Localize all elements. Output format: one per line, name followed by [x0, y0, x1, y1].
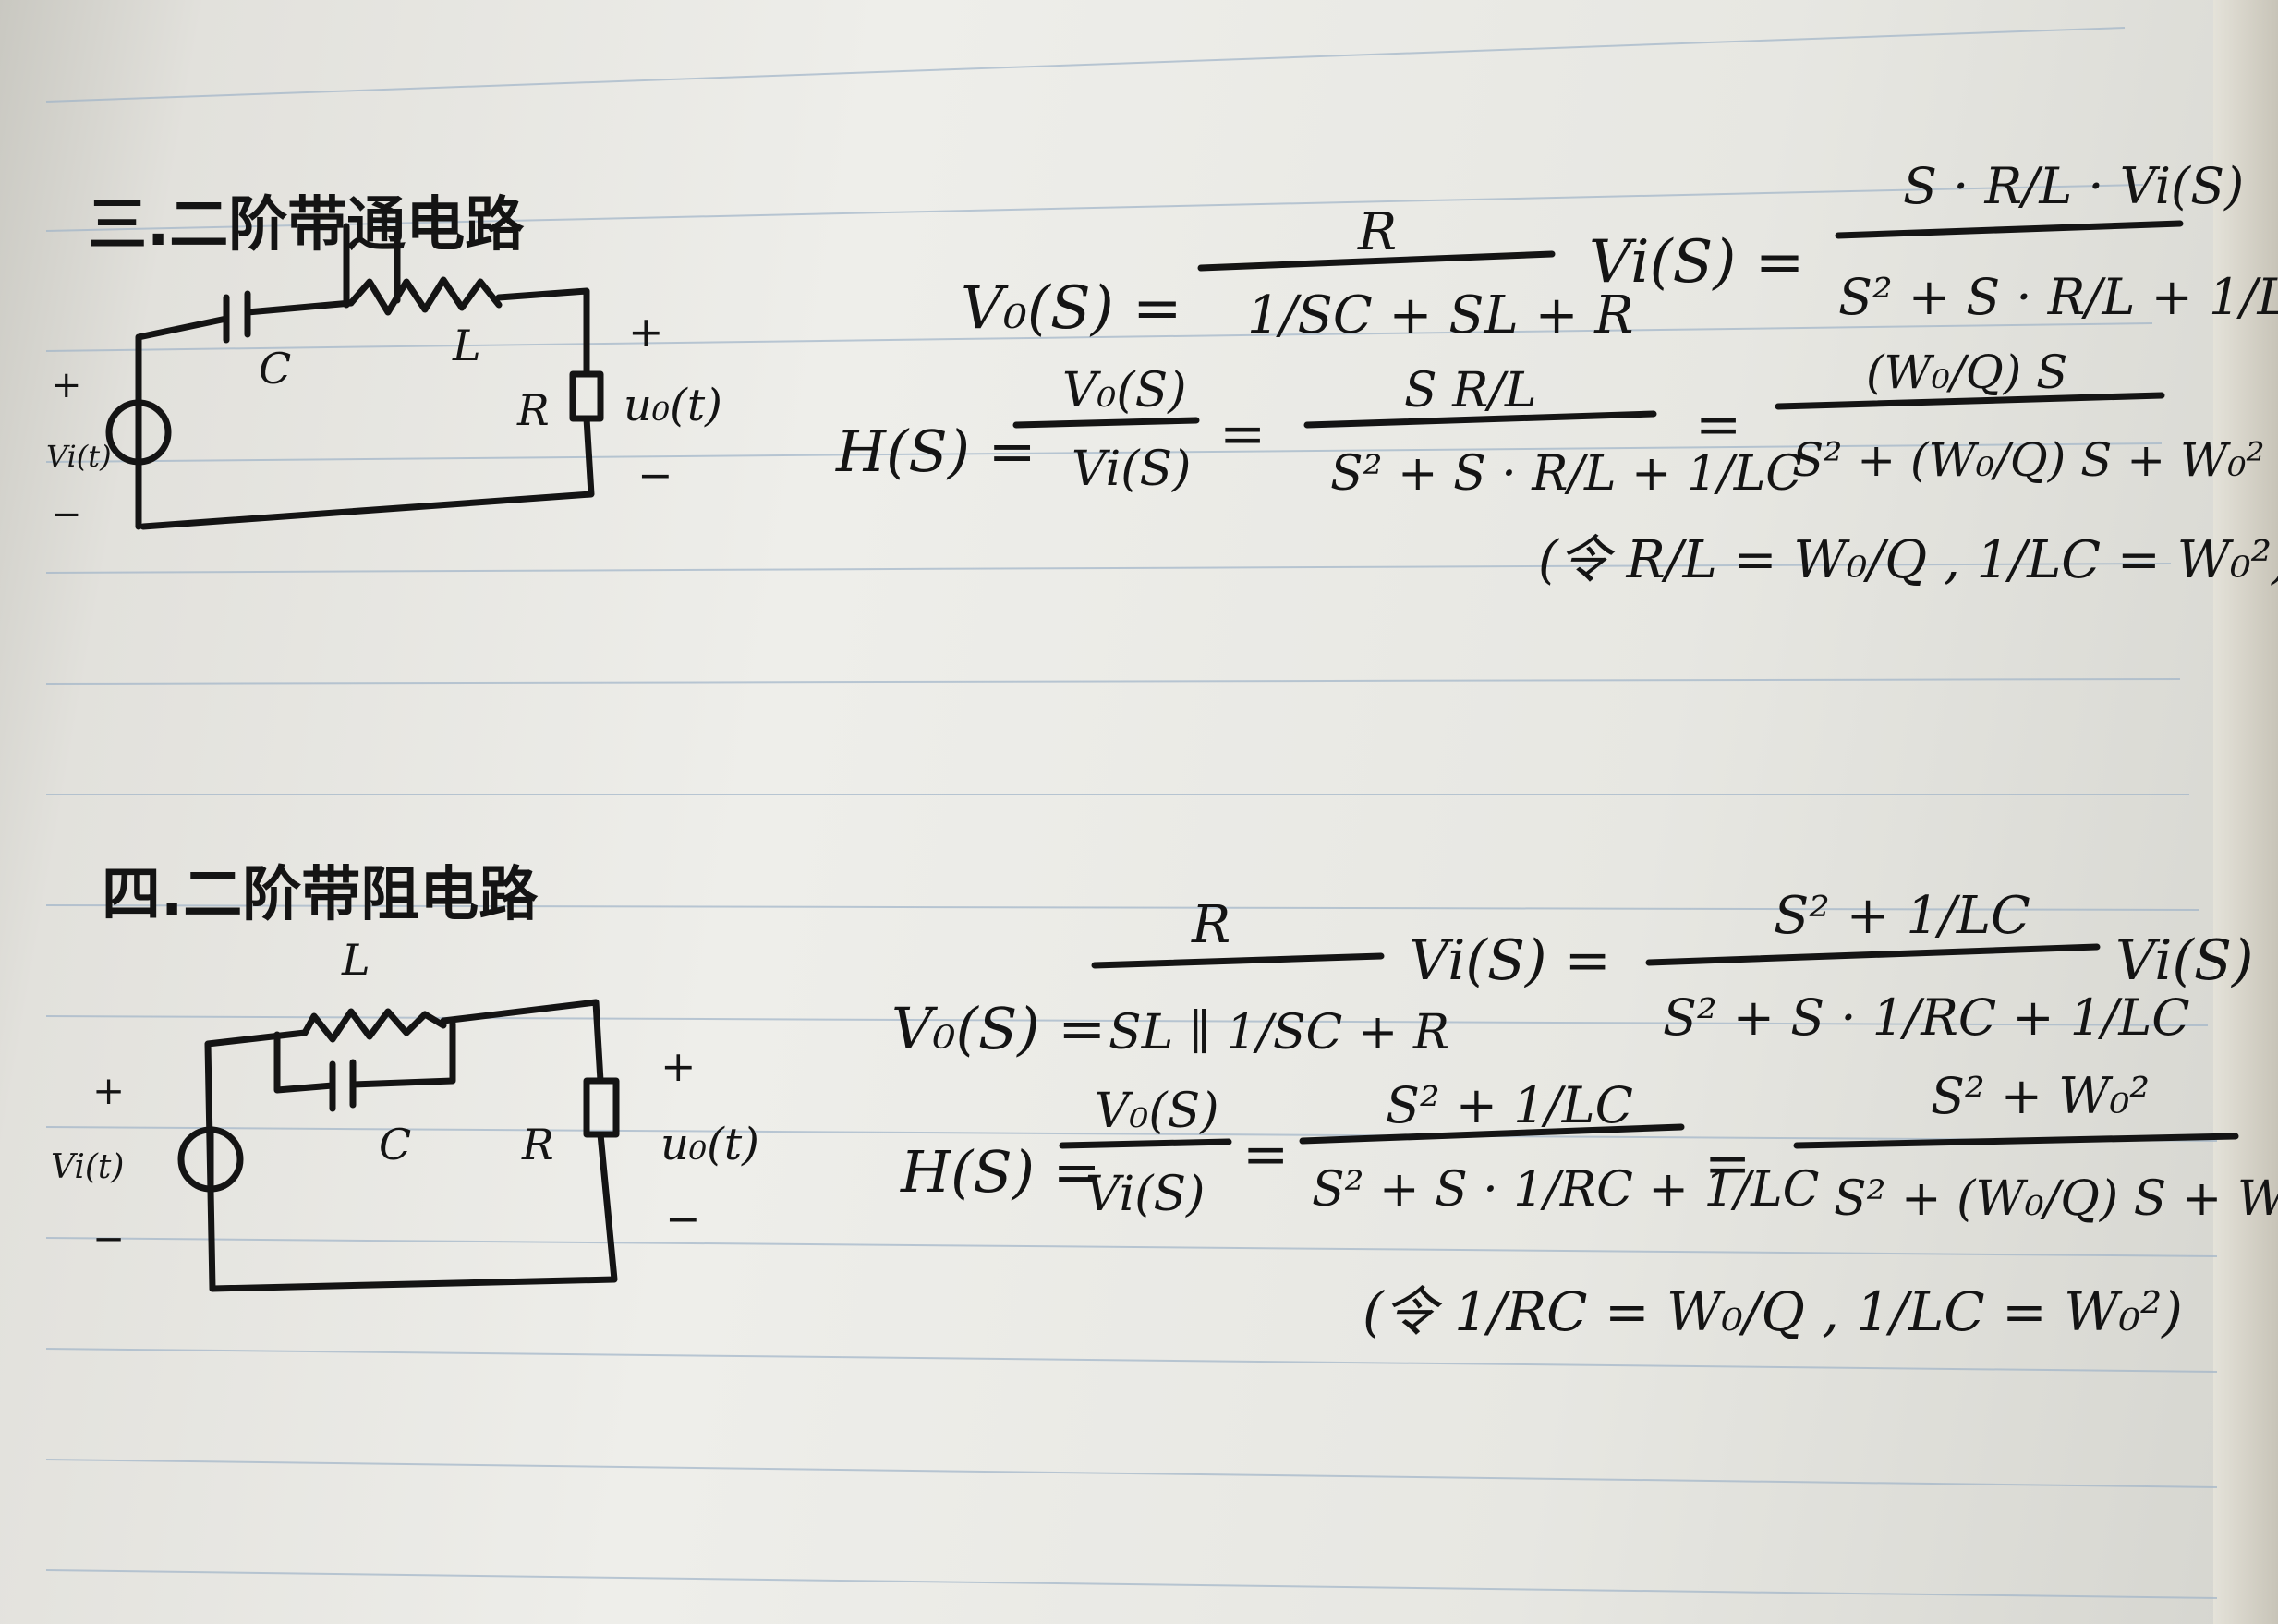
bs-c-label: C — [379, 1120, 411, 1170]
bp-eq2-eqB: = — [1695, 393, 1741, 457]
bp-eq2-n2: S R/L — [1404, 363, 1536, 418]
bp-eq1-d1: 1/SC + SL + R — [1247, 285, 1633, 345]
bp-minus: − — [637, 450, 673, 500]
bs-plus: + — [660, 1041, 697, 1091]
bs-vo-label: u₀(t) — [660, 1119, 759, 1170]
bandpass-circuit: C L R + − u₀(t) + Vi(t) − — [46, 223, 722, 536]
bp-plus: + — [628, 307, 664, 357]
bs-eq1-d2: S² + S · 1/RC + 1/LC — [1663, 988, 2190, 1047]
page-edge — [2213, 0, 2278, 1624]
bs-eq1-d1: SL ∥ 1/SC + R — [1109, 1005, 1449, 1060]
bs-src-minus: − — [92, 1216, 125, 1261]
bp-eq2-eqA: = — [1219, 402, 1266, 467]
bp-eq2-lhs: H(S) = — [835, 418, 1036, 485]
bp-eq2-d3: S² + (W₀/Q) S + W₀² — [1792, 433, 2265, 487]
bs-eq2-d1: Vi(S) — [1085, 1167, 1205, 1222]
bs-eq1-mid: Vi(S) = — [1409, 928, 1611, 993]
section3-title: 三.二阶带通电路 — [88, 191, 525, 260]
bs-src-plus: + — [92, 1068, 125, 1113]
bp-eq1-d2: S² + S · R/L + 1/LC — [1838, 268, 2278, 326]
bs-eq1-n2: S² + 1/LC — [1774, 886, 2030, 946]
bs-eq2-d2: S² + S · 1/RC + 1/LC — [1312, 1162, 1819, 1218]
bs-eq1: V₀(S) = R SL ∥ 1/SC + R Vi(S) = S² + 1/L… — [891, 886, 2253, 1062]
bp-note: (令 R/L = W₀/Q , 1/LC = W₀²) — [1538, 530, 2278, 590]
bs-eq2-n1: V₀(S) — [1095, 1084, 1219, 1139]
bs-eq1-n1: R — [1191, 895, 1230, 955]
bs-vi-label: Vi(t) — [51, 1148, 124, 1186]
bs-eq2-lhs: H(S) = — [900, 1138, 1101, 1206]
bs-eq2: H(S) = V₀(S) Vi(S) = S² + 1/LC S² + S · … — [900, 1067, 2278, 1227]
bs-l-label: L — [341, 935, 370, 985]
bp-eq1-mid: Vi(S) = — [1589, 228, 1804, 297]
bp-l-label: L — [452, 321, 481, 370]
bandstop-circuit: L C R + − u₀(t) + Vi(t) − — [51, 935, 759, 1292]
bp-eq2-n3: (W₀/Q) S — [1866, 345, 2067, 399]
bs-eq2-eqB: = — [1704, 1132, 1751, 1196]
bp-eq1-n1: R — [1357, 202, 1397, 262]
bp-eq1-n2: S · R/L · Vi(S) — [1903, 157, 2244, 215]
bs-minus: − — [665, 1194, 701, 1243]
bs-note: (令 1/RC = W₀/Q , 1/LC = W₀²) — [1363, 1280, 2183, 1343]
section4-title: 四.二阶带阻电路 — [102, 861, 539, 929]
bp-eq1-lhs: V₀(S) = — [961, 274, 1182, 343]
bs-r-label: R — [521, 1120, 554, 1170]
bp-eq1: V₀(S) = R 1/SC + SL + R Vi(S) = S · R/L … — [961, 157, 2278, 345]
bp-eq2-d2: S² + S · R/L + 1/LC — [1330, 446, 1802, 502]
bs-eq2-eqA: = — [1242, 1122, 1289, 1187]
bp-vi-label: Vi(t) — [46, 439, 112, 474]
bp-eq2: H(S) = V₀(S) Vi(S) = S R/L S² + S · R/L … — [835, 345, 2265, 502]
bs-eq1-lhs: V₀(S) = — [891, 995, 1106, 1062]
ruled-lines — [45, 27, 2218, 1599]
bp-eq2-d1: Vi(S) — [1072, 442, 1191, 497]
bp-c-label: C — [259, 344, 291, 394]
bp-src-plus: + — [51, 364, 82, 406]
bs-eq1-tail: Vi(S) — [2115, 928, 2253, 993]
bs-eq2-n3: S² + W₀² — [1931, 1067, 2150, 1125]
bp-r-label: R — [516, 385, 550, 435]
bp-eq2-n1: V₀(S) — [1062, 363, 1187, 418]
bp-src-minus: − — [51, 493, 82, 536]
bs-eq2-n2: S² + 1/LC — [1386, 1076, 1633, 1134]
bs-eq2-d3: S² + (W₀/Q) S + W₀² — [1834, 1171, 2278, 1227]
bp-vo-label: u₀(t) — [624, 380, 722, 431]
